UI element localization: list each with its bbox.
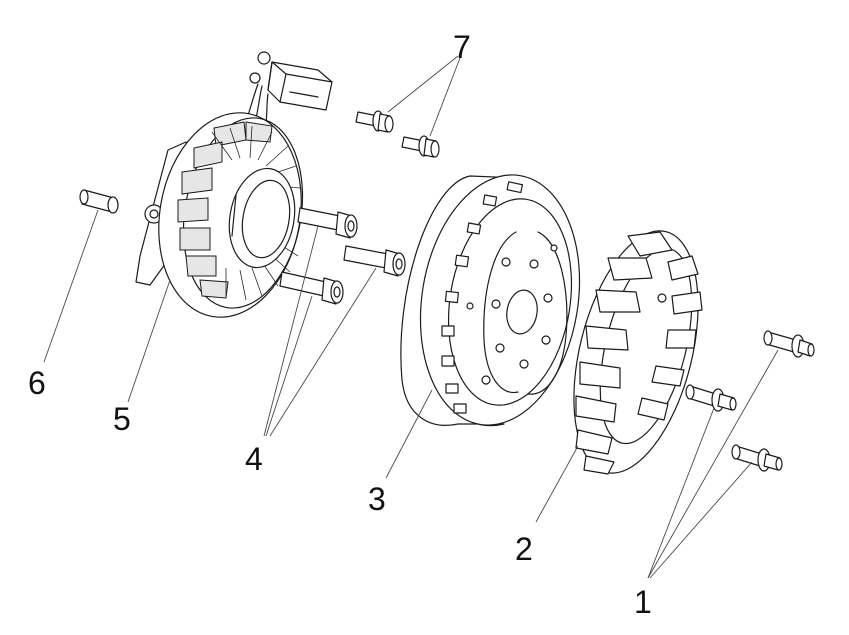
leader-1c	[649, 461, 753, 579]
leader-6	[43, 209, 99, 363]
rotor-slots	[441, 181, 524, 414]
leader-lines	[43, 55, 779, 579]
leader-2	[535, 445, 579, 523]
leader-4c	[269, 267, 377, 437]
leader-1b	[647, 407, 715, 579]
callout-5: 5	[113, 401, 131, 437]
bolt-6	[79, 189, 119, 214]
stator-poles	[177, 121, 273, 299]
callouts: 7 6 5 4 3 2 1	[28, 29, 652, 620]
leader-7b	[429, 57, 461, 137]
callout-7: 7	[453, 29, 471, 65]
bolts-4	[279, 207, 406, 305]
fan-blades	[575, 231, 703, 475]
callout-4: 4	[245, 441, 263, 477]
rotor-part	[400, 174, 581, 427]
leader-1a	[647, 349, 779, 579]
bolts-7	[355, 110, 440, 158]
bolts-1	[685, 330, 815, 472]
stator-part	[135, 51, 333, 318]
callout-2: 2	[515, 531, 533, 567]
leader-4b	[265, 295, 313, 437]
callout-3: 3	[368, 481, 386, 517]
callout-6: 6	[28, 365, 46, 401]
leader-3	[385, 389, 433, 479]
fan-part	[573, 230, 703, 475]
leader-7a	[387, 55, 459, 113]
leader-5	[127, 279, 171, 403]
callout-1: 1	[634, 584, 652, 620]
leader-4a	[263, 225, 319, 437]
